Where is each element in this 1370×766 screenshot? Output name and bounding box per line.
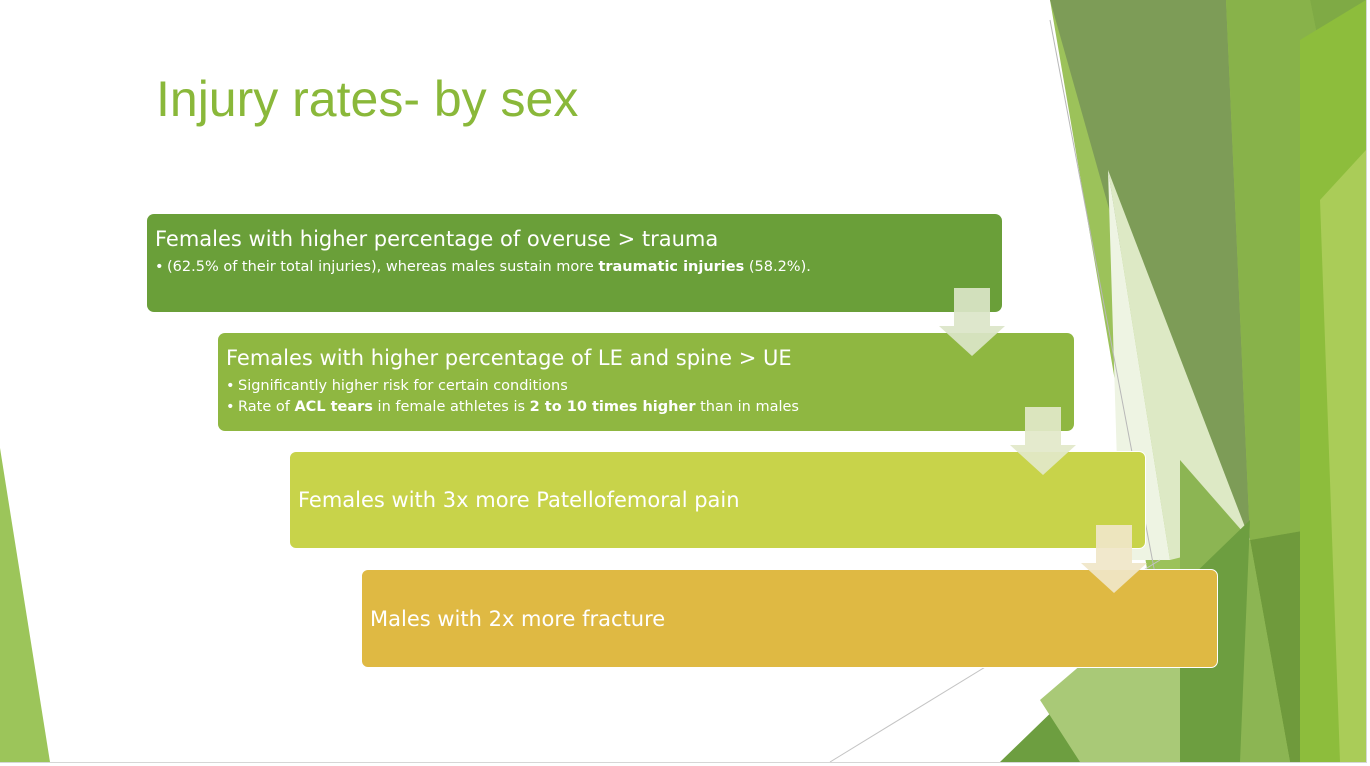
- box-bullets: Significantly higher risk for certain co…: [226, 376, 1064, 418]
- box-bullets: (62.5% of their total injuries), whereas…: [155, 257, 992, 278]
- process-box-fracture: Males with 2x more fracture: [361, 569, 1218, 668]
- bullet-text: Significantly higher risk for certain co…: [238, 378, 568, 394]
- box-heading: Females with higher percentage of LE and…: [226, 346, 792, 370]
- bullet-bold-text: ACL tears: [294, 399, 373, 415]
- bullet-bold-text: 2 to 10 times higher: [529, 399, 696, 415]
- process-box-overuse: Females with higher percentage of overus…: [147, 214, 1002, 312]
- bullet-bold-text: traumatic injuries: [598, 259, 745, 275]
- box-heading: Males with 2x more fracture: [370, 606, 666, 631]
- bullet-item: (62.5% of their total injuries), whereas…: [155, 257, 992, 278]
- bullet-text: Rate of: [238, 399, 295, 415]
- bullet-text: in female athletes is: [372, 399, 530, 415]
- down-arrow-icon: [939, 288, 1005, 356]
- bullet-text: (58.2%).: [744, 259, 811, 275]
- down-arrow-icon: [1010, 407, 1076, 475]
- bullet-item: Significantly higher risk for certain co…: [226, 376, 1064, 397]
- process-box-le-spine: Females with higher percentage of LE and…: [218, 333, 1074, 431]
- bullet-text: than in males: [695, 399, 799, 415]
- process-box-patellofemoral: Females with 3x more Patellofemoral pain: [289, 451, 1146, 549]
- bullet-item: Rate of ACL tears in female athletes is …: [226, 397, 1064, 418]
- bullet-text: (62.5% of their total injuries), whereas…: [167, 259, 599, 275]
- box-heading: Females with higher percentage of overus…: [155, 227, 719, 251]
- down-arrow-icon: [1081, 525, 1147, 593]
- slide-title: Injury rates- by sex: [156, 71, 579, 127]
- box-heading: Females with 3x more Patellofemoral pain: [298, 488, 740, 512]
